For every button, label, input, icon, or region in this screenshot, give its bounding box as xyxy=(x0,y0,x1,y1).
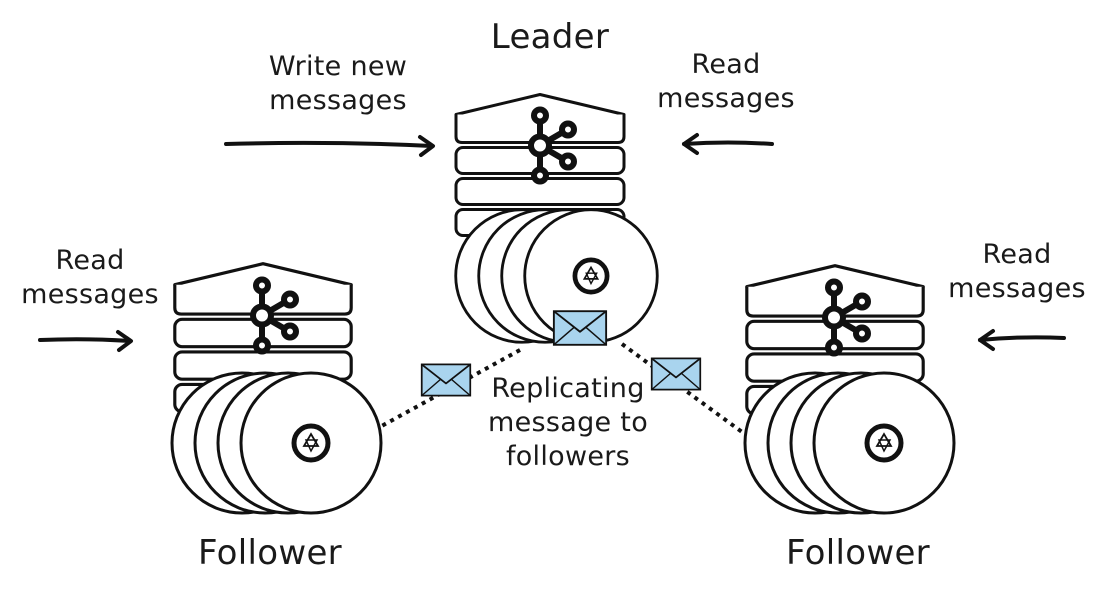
envelope-icon xyxy=(650,357,702,391)
follower-right-label: Follower xyxy=(786,533,930,573)
read-leader-arrow-icon xyxy=(682,133,774,155)
right-follower-broker xyxy=(745,263,954,513)
left-follower-disks xyxy=(172,373,381,513)
replicating-message-label: Replicating message to followers xyxy=(487,373,649,472)
envelope-icon xyxy=(420,363,472,397)
envelope-icon xyxy=(552,310,608,346)
write-arrow-icon xyxy=(224,135,435,157)
write-new-messages-label: Write new messages xyxy=(268,51,408,116)
read-messages-right-label: Read messages xyxy=(948,239,1086,304)
leader-label: Leader xyxy=(490,17,610,57)
read-left-arrow-icon xyxy=(38,330,133,352)
right-follower-disks xyxy=(745,373,954,513)
read-messages-leader-label: Read messages xyxy=(657,49,795,114)
read-right-arrow-icon xyxy=(978,329,1066,351)
follower-left-label: Follower xyxy=(198,533,342,573)
leader-broker xyxy=(456,92,658,343)
left-follower-broker xyxy=(172,261,381,513)
read-messages-left-label: Read messages xyxy=(21,245,159,310)
